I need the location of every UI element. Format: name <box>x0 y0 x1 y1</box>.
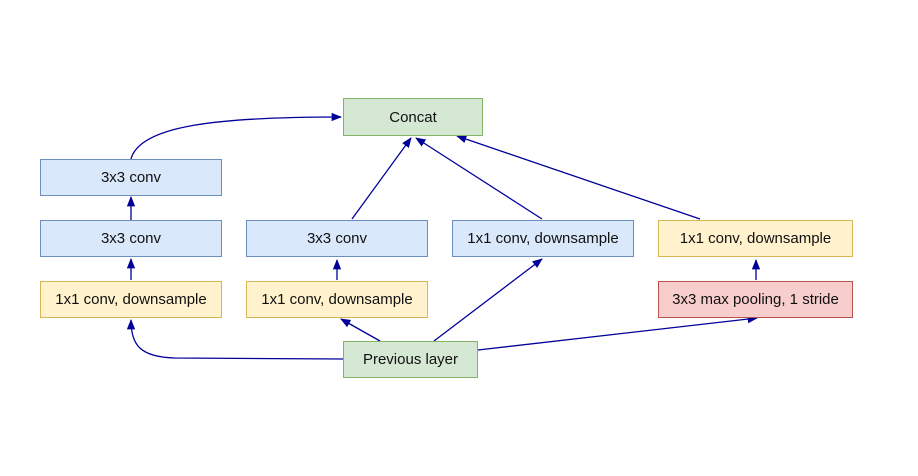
previous-layer-label: Previous layer <box>362 351 459 368</box>
edge-b1-conv-top-to-concat <box>130 112 343 160</box>
b1-conv-top-label: 3x3 conv <box>100 169 162 186</box>
b3-conv-label: 1x1 conv, downsample <box>467 230 619 247</box>
edge-b3-to-concat <box>415 137 543 220</box>
b4-pool-label: 3x3 max pooling, 1 stride <box>672 291 839 308</box>
edge-b2-conv-to-concat <box>351 137 412 220</box>
b1-conv-mid-node: 3x3 conv <box>40 220 222 257</box>
b2-reduce-label: 1x1 conv, downsample <box>261 291 413 308</box>
b2-conv-node: 3x3 conv <box>246 220 428 257</box>
edge-prev-to-b4-pool <box>477 314 759 351</box>
previous-layer-node: Previous layer <box>343 341 478 378</box>
b1-reduce-label: 1x1 conv, downsample <box>55 291 207 308</box>
concat-label: Concat <box>389 108 437 126</box>
b4-conv-label: 1x1 conv, downsample <box>679 230 832 247</box>
edge-prev-to-b3 <box>433 258 543 342</box>
b1-conv-mid-label: 3x3 conv <box>100 230 162 247</box>
edge-b4-conv-to-concat <box>456 135 701 220</box>
edge-prev-to-b1-reduce <box>126 318 344 360</box>
b3-conv-node: 1x1 conv, downsample <box>452 220 634 257</box>
b4-pool-node: 3x3 max pooling, 1 stride <box>658 281 853 318</box>
concat-node: Concat <box>343 98 483 136</box>
b2-reduce-node: 1x1 conv, downsample <box>246 281 428 318</box>
b2-conv-label: 3x3 conv <box>306 230 368 247</box>
b4-conv-node: 1x1 conv, downsample <box>658 220 853 257</box>
b1-conv-top-node: 3x3 conv <box>40 159 222 196</box>
b1-reduce-node: 1x1 conv, downsample <box>40 281 222 318</box>
edge-prev-to-b2-reduce <box>340 318 381 342</box>
